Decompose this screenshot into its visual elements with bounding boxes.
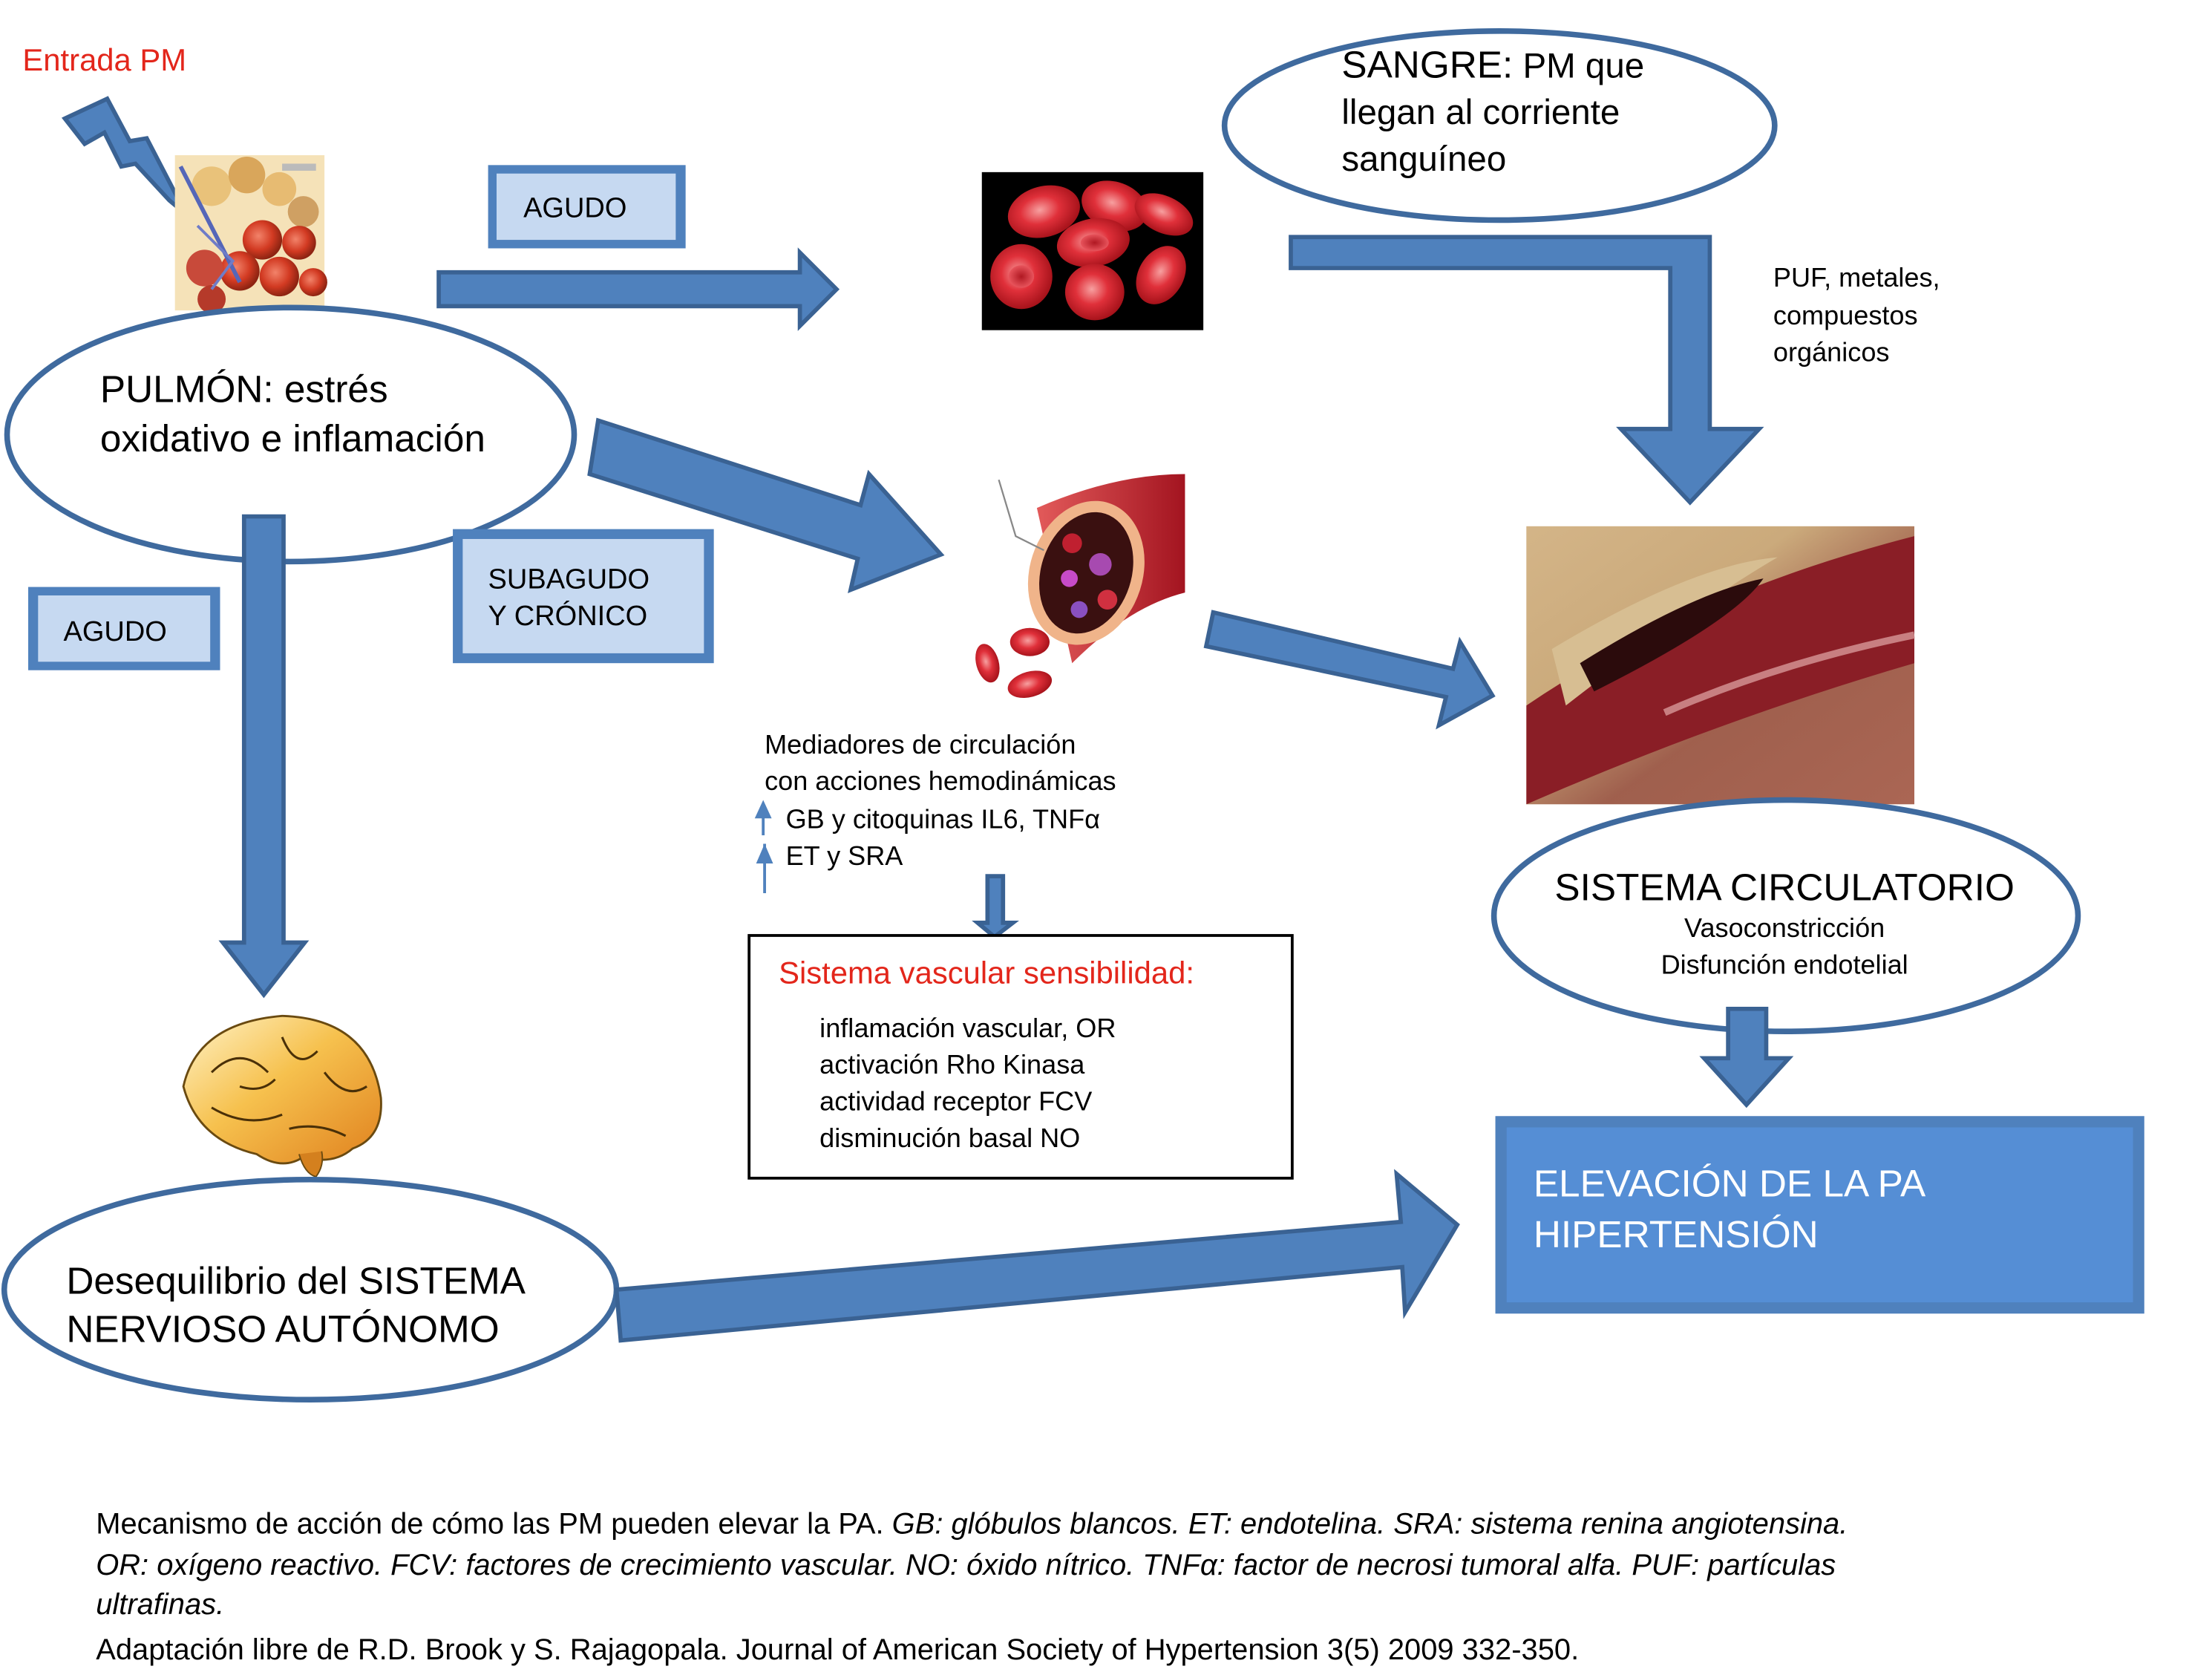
blood-node-line2: llegan al corriente xyxy=(1341,93,1620,132)
up-arrow-icon xyxy=(756,843,773,893)
vascular-item-3: actividad receptor FCV xyxy=(819,1086,1092,1117)
vascular-sensitivity-title: Sistema vascular sensibilidad: xyxy=(779,956,1194,990)
acute-tag-top-label: AGUDO xyxy=(523,193,626,224)
brain-image xyxy=(182,1014,382,1178)
arrow-lung-to-blood xyxy=(436,247,840,331)
up-arrow-icon xyxy=(754,800,772,836)
arrow-lung-to-vessel xyxy=(587,417,945,593)
arrow-circulatory-to-result xyxy=(1699,1006,1794,1108)
blood-node-line1: SANGRE: PM que xyxy=(1341,44,1644,86)
side-note-line2: compuestos xyxy=(1773,300,1918,330)
circulatory-line2: Vasoconstricción xyxy=(1684,912,1885,943)
mediators-line2: con acciones hemodinámicas xyxy=(765,765,1116,796)
caption-line2: OR: oxígeno reactivo. FCV: factores de c… xyxy=(96,1549,1836,1581)
blood-vessel-image xyxy=(975,474,1185,699)
autonomic-line2: NERVIOSO AUTÓNOMO xyxy=(66,1307,499,1350)
arrow-lung-to-brain xyxy=(218,514,310,999)
lung-node-title: PULMÓN: estrés xyxy=(100,368,388,411)
circulatory-title: SISTEMA CIRCULATORIO xyxy=(1554,866,2014,908)
arrow-mediators-to-box xyxy=(972,874,1019,940)
arrow-blood-to-artery xyxy=(1289,235,1764,506)
result-line1: ELEVACIÓN DE LA PA xyxy=(1534,1163,1926,1205)
lung-node xyxy=(4,304,577,565)
acute-tag-left: AGUDO xyxy=(28,587,220,670)
blood-node xyxy=(1221,28,1778,223)
acute-tag-top: AGUDO xyxy=(488,165,686,249)
mediators-item-1: GB y citoquinas IL6, TNFα xyxy=(786,804,1100,835)
caption-line4: Adaptación libre de R.D. Brook y S. Raja… xyxy=(96,1633,1579,1666)
vascular-item-2: activación Rho Kinasa xyxy=(819,1049,1085,1080)
vascular-item-1: inflamación vascular, OR xyxy=(819,1013,1116,1043)
lightning-bolt-icon xyxy=(61,96,189,217)
caption-line1: Mecanismo de acción de cómo las PM puede… xyxy=(96,1508,1848,1541)
mediators-item-2: ET y SRA xyxy=(786,840,903,871)
circulatory-line3: Disfunción endotelial xyxy=(1661,949,1908,979)
vascular-item-4: disminución basal NO xyxy=(819,1123,1080,1153)
side-note-line3: orgánicos xyxy=(1773,337,1890,368)
arrow-vessel-to-artery xyxy=(1203,610,1496,730)
caption-line3: ultrafinas. xyxy=(96,1588,224,1621)
subacute-tag-line2: Y CRÓNICO xyxy=(488,600,648,632)
entry-label: Entrada PM xyxy=(22,42,186,77)
lung-node-subtitle: oxidativo e inflamación xyxy=(100,417,485,460)
vascular-sensitivity-box xyxy=(747,934,1294,1180)
circulatory-node xyxy=(1491,797,2081,1035)
artery-image xyxy=(1526,526,1915,805)
arrow-autonomic-to-result xyxy=(614,1169,1460,1343)
red-blood-cells-image xyxy=(981,172,1204,330)
subacute-chronic-tag: SUBAGUDO Y CRÓNICO xyxy=(453,529,714,664)
subacute-tag-line1: SUBAGUDO xyxy=(488,564,649,595)
result-line2: HIPERTENSIÓN xyxy=(1534,1213,1819,1255)
result-box-inner xyxy=(1506,1127,2133,1303)
autonomic-line1: Desequilibrio del SISTEMA xyxy=(66,1260,526,1302)
lung-image xyxy=(174,155,327,313)
acute-tag-left-label: AGUDO xyxy=(64,616,167,647)
side-note-line1: PUF, metales, xyxy=(1773,262,1940,293)
blood-node-line3: sanguíneo xyxy=(1341,140,1506,179)
mediators-line1: Mediadores de circulación xyxy=(765,729,1076,760)
